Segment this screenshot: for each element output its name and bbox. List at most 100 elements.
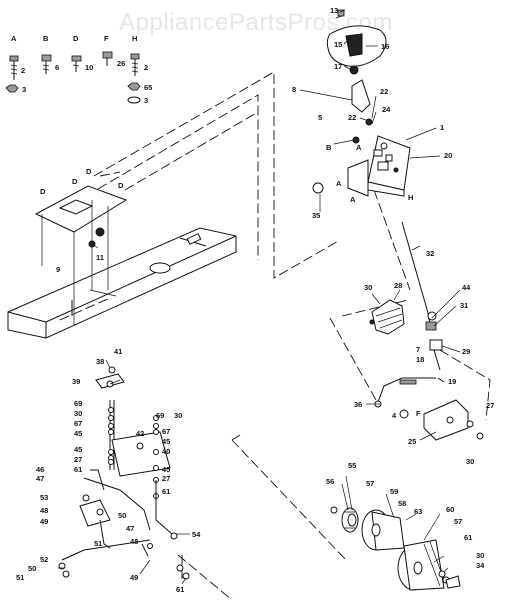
callout: 50 xyxy=(118,511,126,520)
callout: 35 xyxy=(312,211,320,220)
callout: 55 xyxy=(348,461,356,470)
callout: 8 xyxy=(292,85,296,94)
frame-rail xyxy=(7,227,237,339)
callout: 17 xyxy=(334,62,342,71)
callout: 45 xyxy=(162,465,170,474)
callout: 32 xyxy=(426,249,434,258)
nut-icon xyxy=(127,82,141,91)
callout: 48 xyxy=(40,506,48,515)
callout: 44 xyxy=(462,283,471,292)
callout: 63 xyxy=(414,507,422,516)
bolt-f-icon xyxy=(102,51,113,66)
bolt-h-icon xyxy=(130,53,140,76)
callout: 49 xyxy=(130,573,138,582)
callout: 5 xyxy=(318,113,322,122)
callout-labels: 13 15 16 17 8 22 22 24 5 B A 1 20 A A H … xyxy=(16,6,494,594)
pedal-linkage xyxy=(58,366,190,580)
callout: 46 xyxy=(36,465,44,474)
callout: D xyxy=(86,167,92,176)
callout: 56 xyxy=(326,477,334,486)
callout: D xyxy=(72,177,78,186)
callout: 9 xyxy=(56,265,60,274)
legend-qty: 3 xyxy=(22,85,26,94)
steering-shaft xyxy=(401,221,445,383)
callout: 67 xyxy=(162,427,170,436)
callout: 11 xyxy=(96,253,104,262)
callout: 61 xyxy=(74,465,82,474)
callout: 30 xyxy=(174,411,182,420)
wheel-assembly xyxy=(330,506,461,591)
callout: 34 xyxy=(476,561,485,570)
callout: 42 xyxy=(136,429,144,438)
callout: A xyxy=(336,179,342,188)
callout: 61 xyxy=(464,533,472,542)
legend-qty: 65 xyxy=(144,83,152,92)
steering-sector xyxy=(369,299,405,335)
dash-panel xyxy=(312,135,411,197)
callout: 47 xyxy=(126,524,134,533)
callout: 36 xyxy=(354,400,362,409)
callout: 57 xyxy=(454,517,462,526)
callout: 27 xyxy=(162,474,170,483)
callout: 22 xyxy=(380,87,388,96)
callout: 16 xyxy=(381,42,389,51)
callout: 19 xyxy=(448,377,456,386)
legend-letter: B xyxy=(43,34,49,43)
callout: 45 xyxy=(74,445,82,454)
drag-link xyxy=(374,377,436,419)
callout: 45 xyxy=(162,437,170,446)
callout: A xyxy=(350,195,356,204)
callout: 20 xyxy=(444,151,452,160)
callout: 24 xyxy=(382,105,391,114)
callout: 47 xyxy=(36,474,44,483)
callout: 30 xyxy=(466,457,474,466)
legend-qty: 26 xyxy=(117,59,125,68)
nut-icon xyxy=(5,84,19,93)
callout: 57 xyxy=(366,479,374,488)
callout: A xyxy=(356,143,362,152)
callout: 13 xyxy=(330,6,338,15)
callout: 48 xyxy=(130,537,138,546)
callout: 41 xyxy=(114,347,122,356)
callout: 30 xyxy=(364,283,372,292)
bolt-b-icon xyxy=(41,54,52,74)
callout: 69 xyxy=(156,411,164,420)
callout: 27 xyxy=(486,401,494,410)
bolt-d-icon xyxy=(71,55,82,72)
callout: 28 xyxy=(394,281,402,290)
steering-wheel xyxy=(326,9,387,126)
legend-letter: A xyxy=(11,34,17,43)
floor-plate xyxy=(34,185,128,326)
callout: 30 xyxy=(476,551,484,560)
legend-letter: H xyxy=(132,34,137,43)
callout: 39 xyxy=(72,377,80,386)
callout: 15 xyxy=(334,40,342,49)
callout: 30 xyxy=(74,409,82,418)
callout: D xyxy=(40,187,46,196)
callout: 51 xyxy=(16,573,24,582)
callout: 52 xyxy=(40,555,48,564)
callout: 49 xyxy=(40,517,48,526)
callout: B xyxy=(326,143,332,152)
callout: 53 xyxy=(40,493,48,502)
callout: F xyxy=(416,409,421,418)
legend-letter: D xyxy=(73,34,79,43)
legend-qty: 2 xyxy=(21,66,25,75)
legend-letter: F xyxy=(104,34,109,43)
washer-icon xyxy=(127,96,141,104)
callout: 45 xyxy=(74,429,82,438)
callout: 4 xyxy=(392,411,397,420)
callout: 40 xyxy=(162,447,170,456)
callout: 29 xyxy=(462,347,470,356)
callout: 61 xyxy=(176,585,184,594)
callout: 18 xyxy=(416,355,424,364)
callout: 7 xyxy=(416,345,420,354)
legend-qty: 2 xyxy=(144,63,148,72)
hardware-legend: A B D F H 2 6 10 26 2 3 65 3 xyxy=(5,34,152,105)
bolt-a-icon xyxy=(9,55,19,80)
callout: 59 xyxy=(390,487,398,496)
callout: 50 xyxy=(28,564,36,573)
callout: 1 xyxy=(440,123,444,132)
callout: 31 xyxy=(460,301,468,310)
